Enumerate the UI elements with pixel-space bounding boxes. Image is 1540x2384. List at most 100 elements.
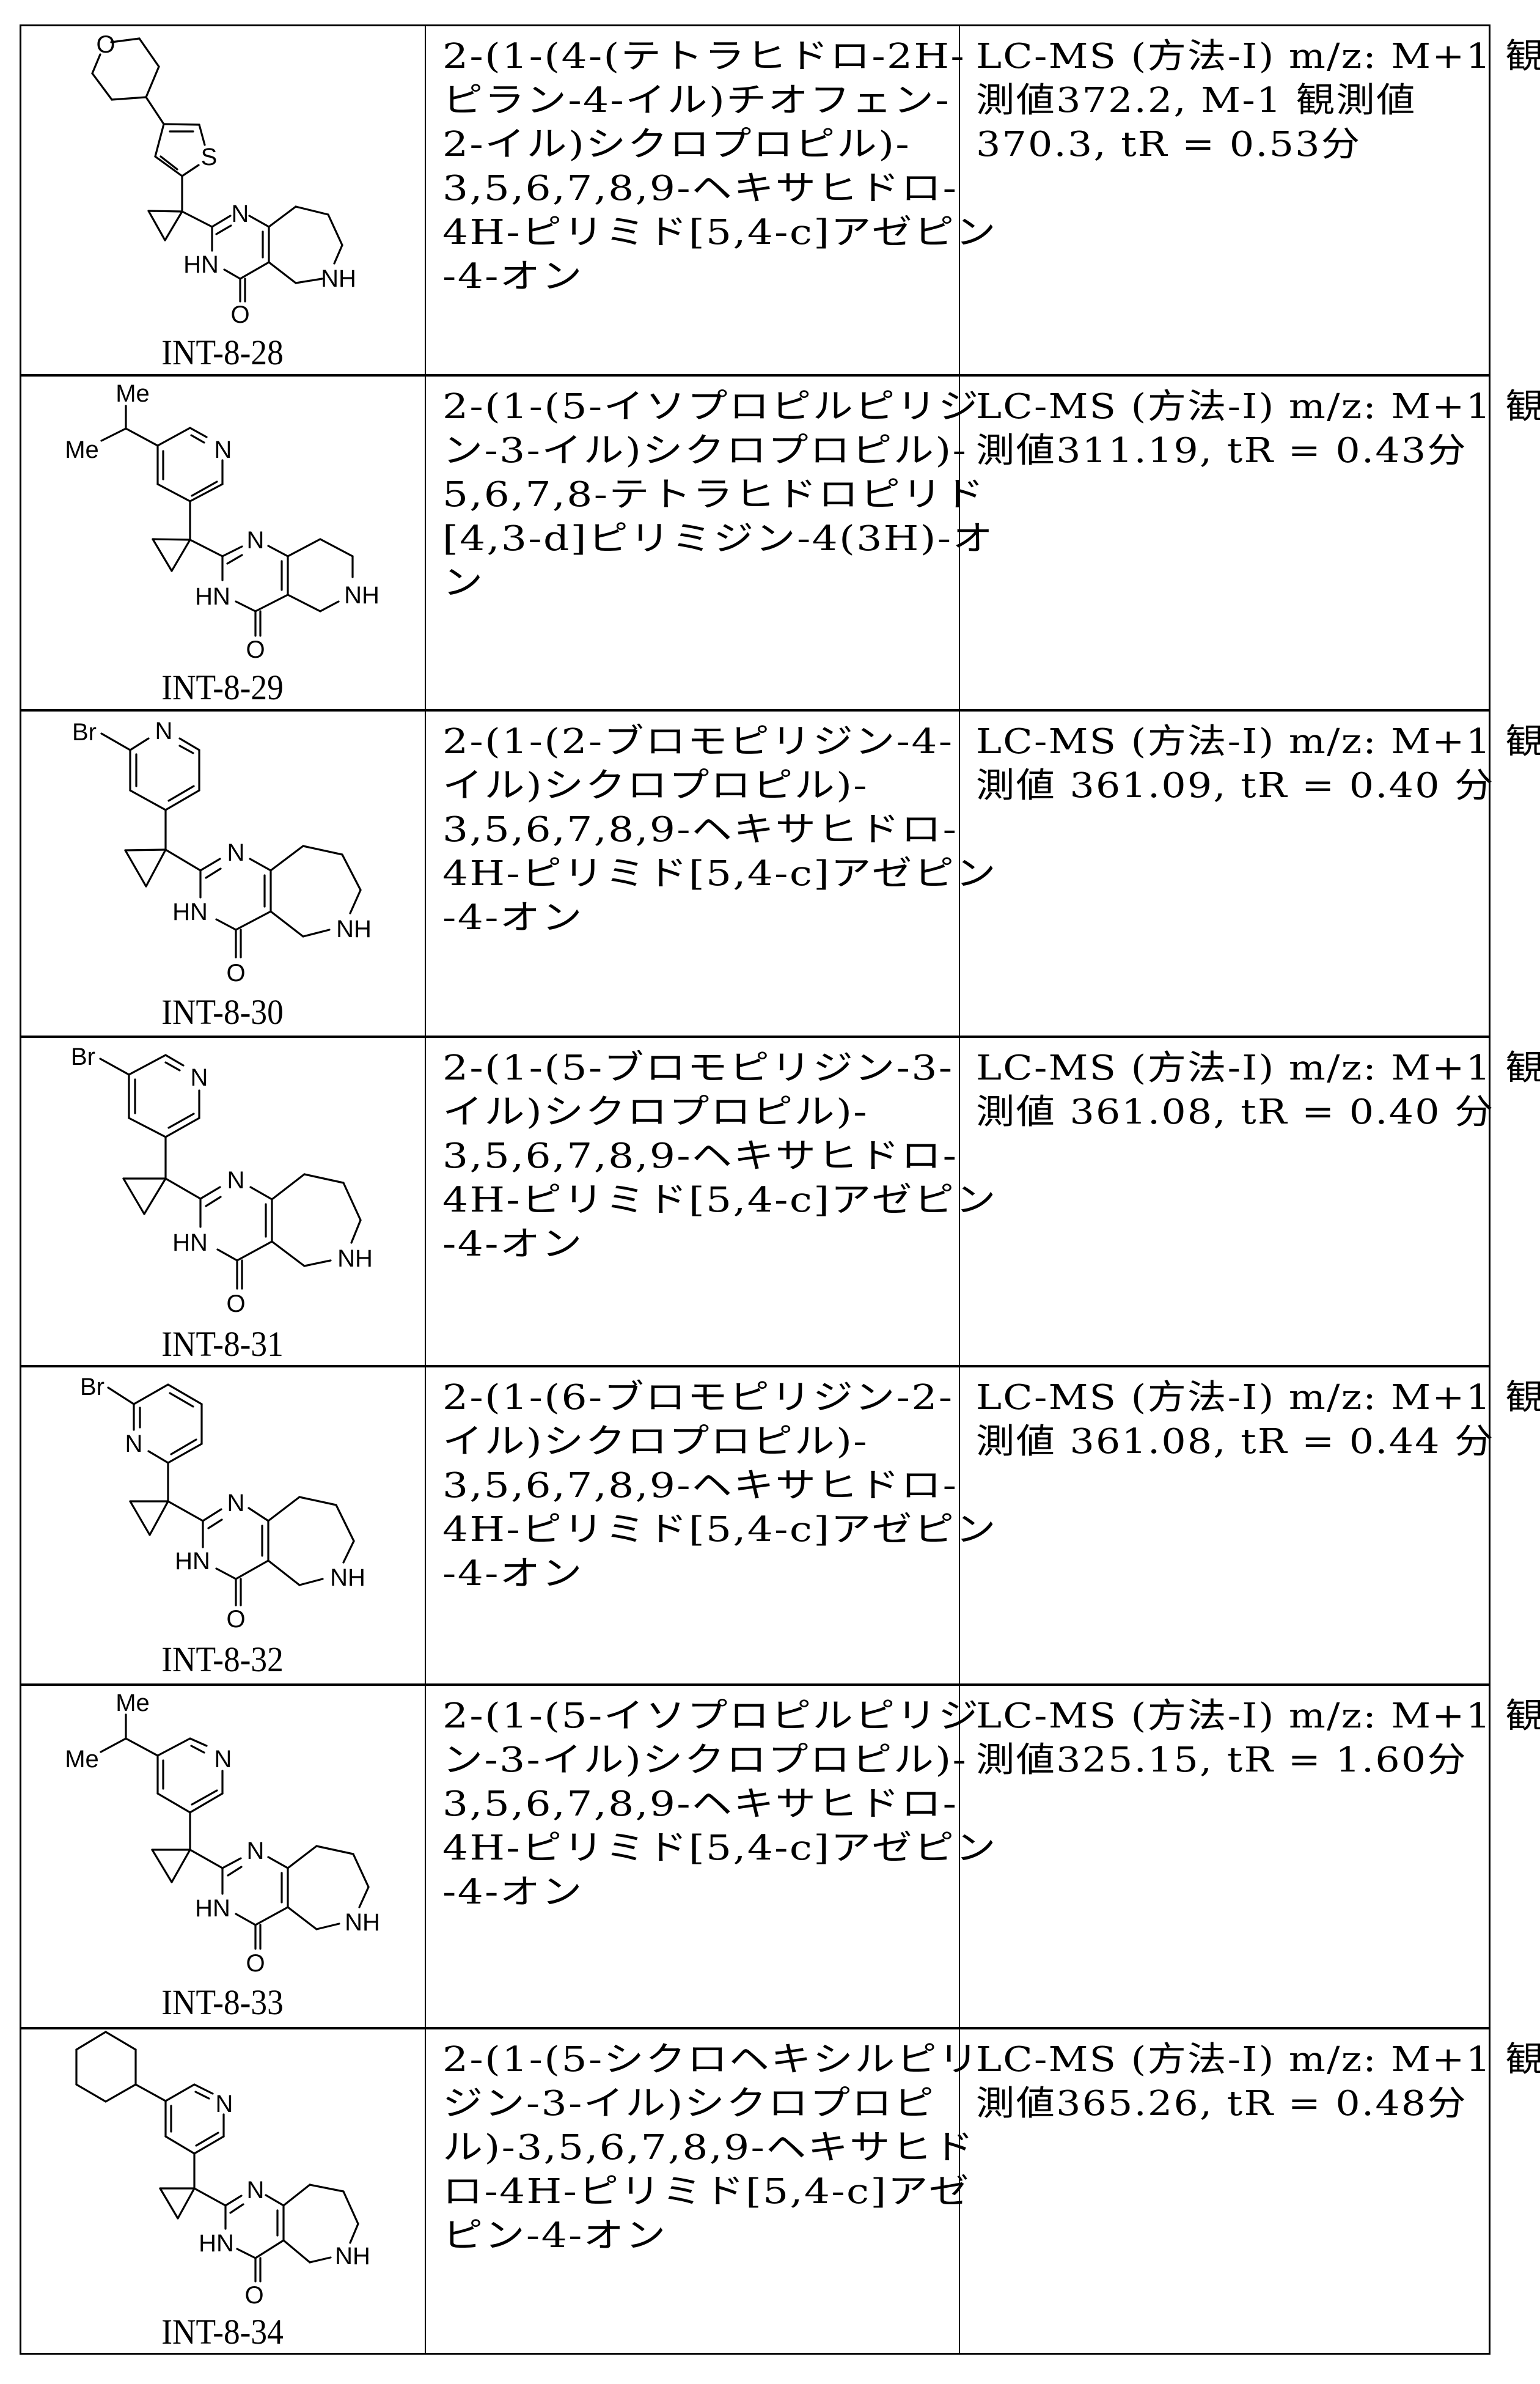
- bond-line: [211, 215, 232, 228]
- bond-line: [151, 1849, 173, 1883]
- compound-id: INT-8-34: [161, 2312, 284, 2352]
- bond-line: [215, 1567, 237, 1580]
- bond-line: [145, 848, 167, 888]
- compound-name-line: 3,5,6,7,8,9-ヘキサヒドロ-: [442, 169, 958, 208]
- bond-line: [315, 1922, 340, 1930]
- atom-label: S: [201, 144, 218, 171]
- lcms-result-line: LC-MS (方法-I) m/z: M+1 観: [976, 1378, 1540, 1418]
- bond-line: [154, 155, 183, 177]
- bond-line: [160, 155, 178, 171]
- bond-line: [352, 1853, 370, 1888]
- bond-line: [124, 849, 147, 888]
- bond-line: [145, 96, 165, 125]
- atom-label: N: [215, 436, 232, 463]
- column-divider-1: [425, 24, 426, 2355]
- bond-line: [198, 123, 206, 146]
- compound-name-line: イル)シクロプロピル)-: [442, 766, 868, 806]
- lcms-result-line: 測値365.26, tR = 0.48分: [976, 2084, 1467, 2124]
- atom-label: N: [125, 1430, 143, 1457]
- bond-line: [248, 1507, 270, 1522]
- atom-label: O: [246, 1950, 265, 1977]
- compound-name-line: 2-(1-(4-(テトラヒドロ-2H-: [442, 37, 966, 76]
- compound-name-line: ン-3-イル)シクロプロピル)-: [442, 1740, 968, 1780]
- compound-name-line: ロ-4H-ピリミド[5,4-c]アゼ: [442, 2172, 971, 2212]
- atom-label: O: [226, 1290, 245, 1317]
- bond-line: [164, 210, 183, 241]
- atom-label: O: [246, 636, 265, 663]
- atom-label: HN: [199, 2230, 234, 2257]
- atom-label: HN: [195, 583, 230, 610]
- bond-line: [133, 1383, 169, 1405]
- bond-line: [167, 1383, 203, 1405]
- bond-line: [154, 123, 165, 158]
- bond-line: [163, 123, 200, 126]
- column-divider-2: [959, 24, 960, 2355]
- compound-name-cell: 2-(1-(5-イソプロピルピリジン-3-イル)シクロプロピル)-3,5,6,7…: [425, 1686, 996, 2027]
- bond-line: [268, 261, 297, 284]
- bond-line: [125, 427, 159, 447]
- bond-line: [164, 789, 200, 811]
- bond-line: [128, 1117, 167, 1138]
- bond-line: [148, 1500, 169, 1536]
- bond-line: [282, 2183, 311, 2207]
- bond-line: [147, 210, 183, 213]
- bond-line: [189, 1737, 208, 1747]
- compound-name-line: ジン-3-イル)シクロプロピ: [442, 2084, 936, 2124]
- compound-name-line: 2-(1-(2-ブロモピリジン-4-: [442, 722, 954, 762]
- atom-label: HN: [172, 899, 208, 925]
- bond-line: [167, 1443, 203, 1464]
- bond-line: [190, 1745, 205, 1754]
- bond-line: [239, 261, 270, 280]
- atom-label: N: [155, 718, 173, 745]
- bond-line: [342, 1182, 362, 1221]
- bond-line: [298, 1496, 337, 1506]
- lcms-result-line: 測値 361.08, tR = 0.40 分: [976, 1092, 1495, 1132]
- atom-label: Br: [80, 1374, 105, 1400]
- bond-line: [358, 1886, 370, 1908]
- bond-line: [100, 427, 127, 442]
- atom-label: NH: [336, 916, 372, 943]
- bond-line: [287, 594, 321, 613]
- bond-line: [177, 2187, 196, 2220]
- bond-line: [122, 1177, 145, 1215]
- compound-name-cell: 2-(1-(5-ブロモピリジン-3-イル)シクロプロピル)-3,5,6,7,8,…: [425, 1038, 996, 1365]
- atom-label: Me: [65, 1746, 99, 1773]
- bond-line: [235, 1559, 270, 1580]
- atom-label: NH: [330, 1564, 365, 1591]
- bond-line: [75, 2031, 107, 2051]
- bond-line: [254, 594, 289, 613]
- bond-line: [303, 1259, 332, 1267]
- compound-name-line: 2-(1-(5-ブロモピリジン-3-: [442, 1048, 954, 1088]
- compound-name-cell: 2-(1-(6-ブロモピリジン-2-イル)シクロプロピル)-3,5,6,7,8,…: [425, 1367, 996, 1683]
- bond-line: [287, 1906, 318, 1930]
- bond-line: [205, 1196, 222, 1207]
- bond-line: [189, 427, 208, 438]
- bond-line: [226, 554, 243, 565]
- compound-name-cell: 2-(1-(5-シクロヘキシルピリジン-3-イル)シクロプロピル)-3,5,6,…: [425, 2029, 978, 2355]
- atom-label: NH: [345, 1909, 380, 1936]
- bond-line: [128, 1054, 167, 1076]
- compound-name-cell: 2-(1-(5-イソプロピルピリジン-3-イル)シクロプロピル)-5,6,7,8…: [425, 377, 993, 709]
- bond-line: [129, 789, 167, 811]
- atom-label: O: [226, 1606, 245, 1633]
- bond-line: [191, 480, 218, 497]
- bond-line: [249, 1186, 273, 1201]
- compound-id: INT-8-31: [161, 1324, 284, 1364]
- bond-line: [190, 434, 205, 444]
- bond-line: [267, 1559, 301, 1586]
- bond-line: [270, 910, 304, 938]
- bond-line: [267, 545, 289, 557]
- bond-line: [191, 1789, 218, 1806]
- bond-line: [164, 848, 202, 872]
- bond-line: [248, 215, 270, 228]
- lcms-result-line: LC-MS (方法-I) m/z: M+1 観: [976, 722, 1540, 762]
- bond-line: [335, 1504, 355, 1542]
- atom-label: NH: [335, 2243, 370, 2270]
